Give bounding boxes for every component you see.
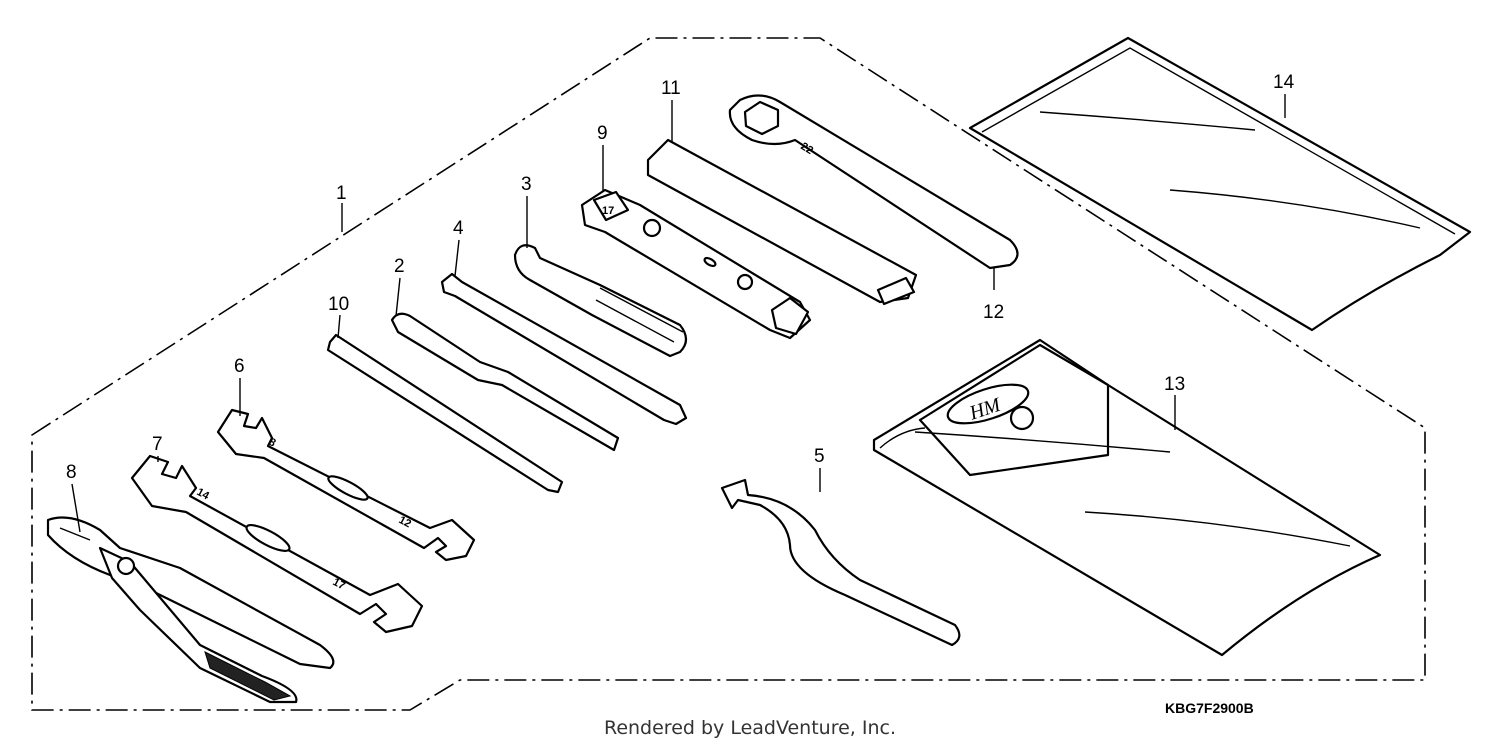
pin-spanner [720,478,961,647]
brand-logo-icon [946,383,1030,425]
callout-1: 1 [336,183,347,204]
callout-13: 13 [1164,374,1185,395]
callout-12: 12 [983,302,1004,323]
wrench-size-mark-12: 12 [397,514,413,530]
diagram-code: KBG7F2900B [1165,700,1254,716]
tool-bag-with-logo: HM [872,338,1382,657]
box-wrench-size-mark: 22 [798,140,815,157]
callout-2: 2 [394,256,405,277]
callout-10: 10 [328,294,349,315]
pliers [46,516,335,704]
screwdriver-blade [440,272,688,426]
callout-4: 4 [453,218,464,239]
callout-5: 5 [814,446,825,467]
callout-3: 3 [521,174,532,195]
tool-kit-frame [31,37,1426,711]
callout-6: 6 [234,356,245,377]
wrench-size-mark-8: 8 [267,436,278,449]
render-credit: Rendered by LeadVenture, Inc. [603,717,897,739]
callout-11: 11 [661,78,681,99]
callout-9: 9 [597,123,608,144]
screwdriver-handle [513,244,688,358]
screwdriver-dual [390,312,620,452]
callout-7: 7 [152,434,163,455]
tool-bag-large [968,36,1472,332]
socket-wrench: 17 [580,188,812,340]
extension-bar [646,138,918,306]
socket-size-mark: 17 [602,205,614,217]
leader-lines [71,94,1286,533]
box-wrench-22: 22 [728,94,1019,270]
callout-14: 14 [1273,72,1295,93]
open-end-wrench-8-12: 8 12 [216,408,476,562]
callout-8: 8 [66,462,77,483]
rod [326,333,564,494]
wrench-size-mark-17: 17 [331,576,347,592]
open-end-wrench-14-17: 14 17 [130,454,424,634]
snap-button-icon [1009,405,1035,431]
